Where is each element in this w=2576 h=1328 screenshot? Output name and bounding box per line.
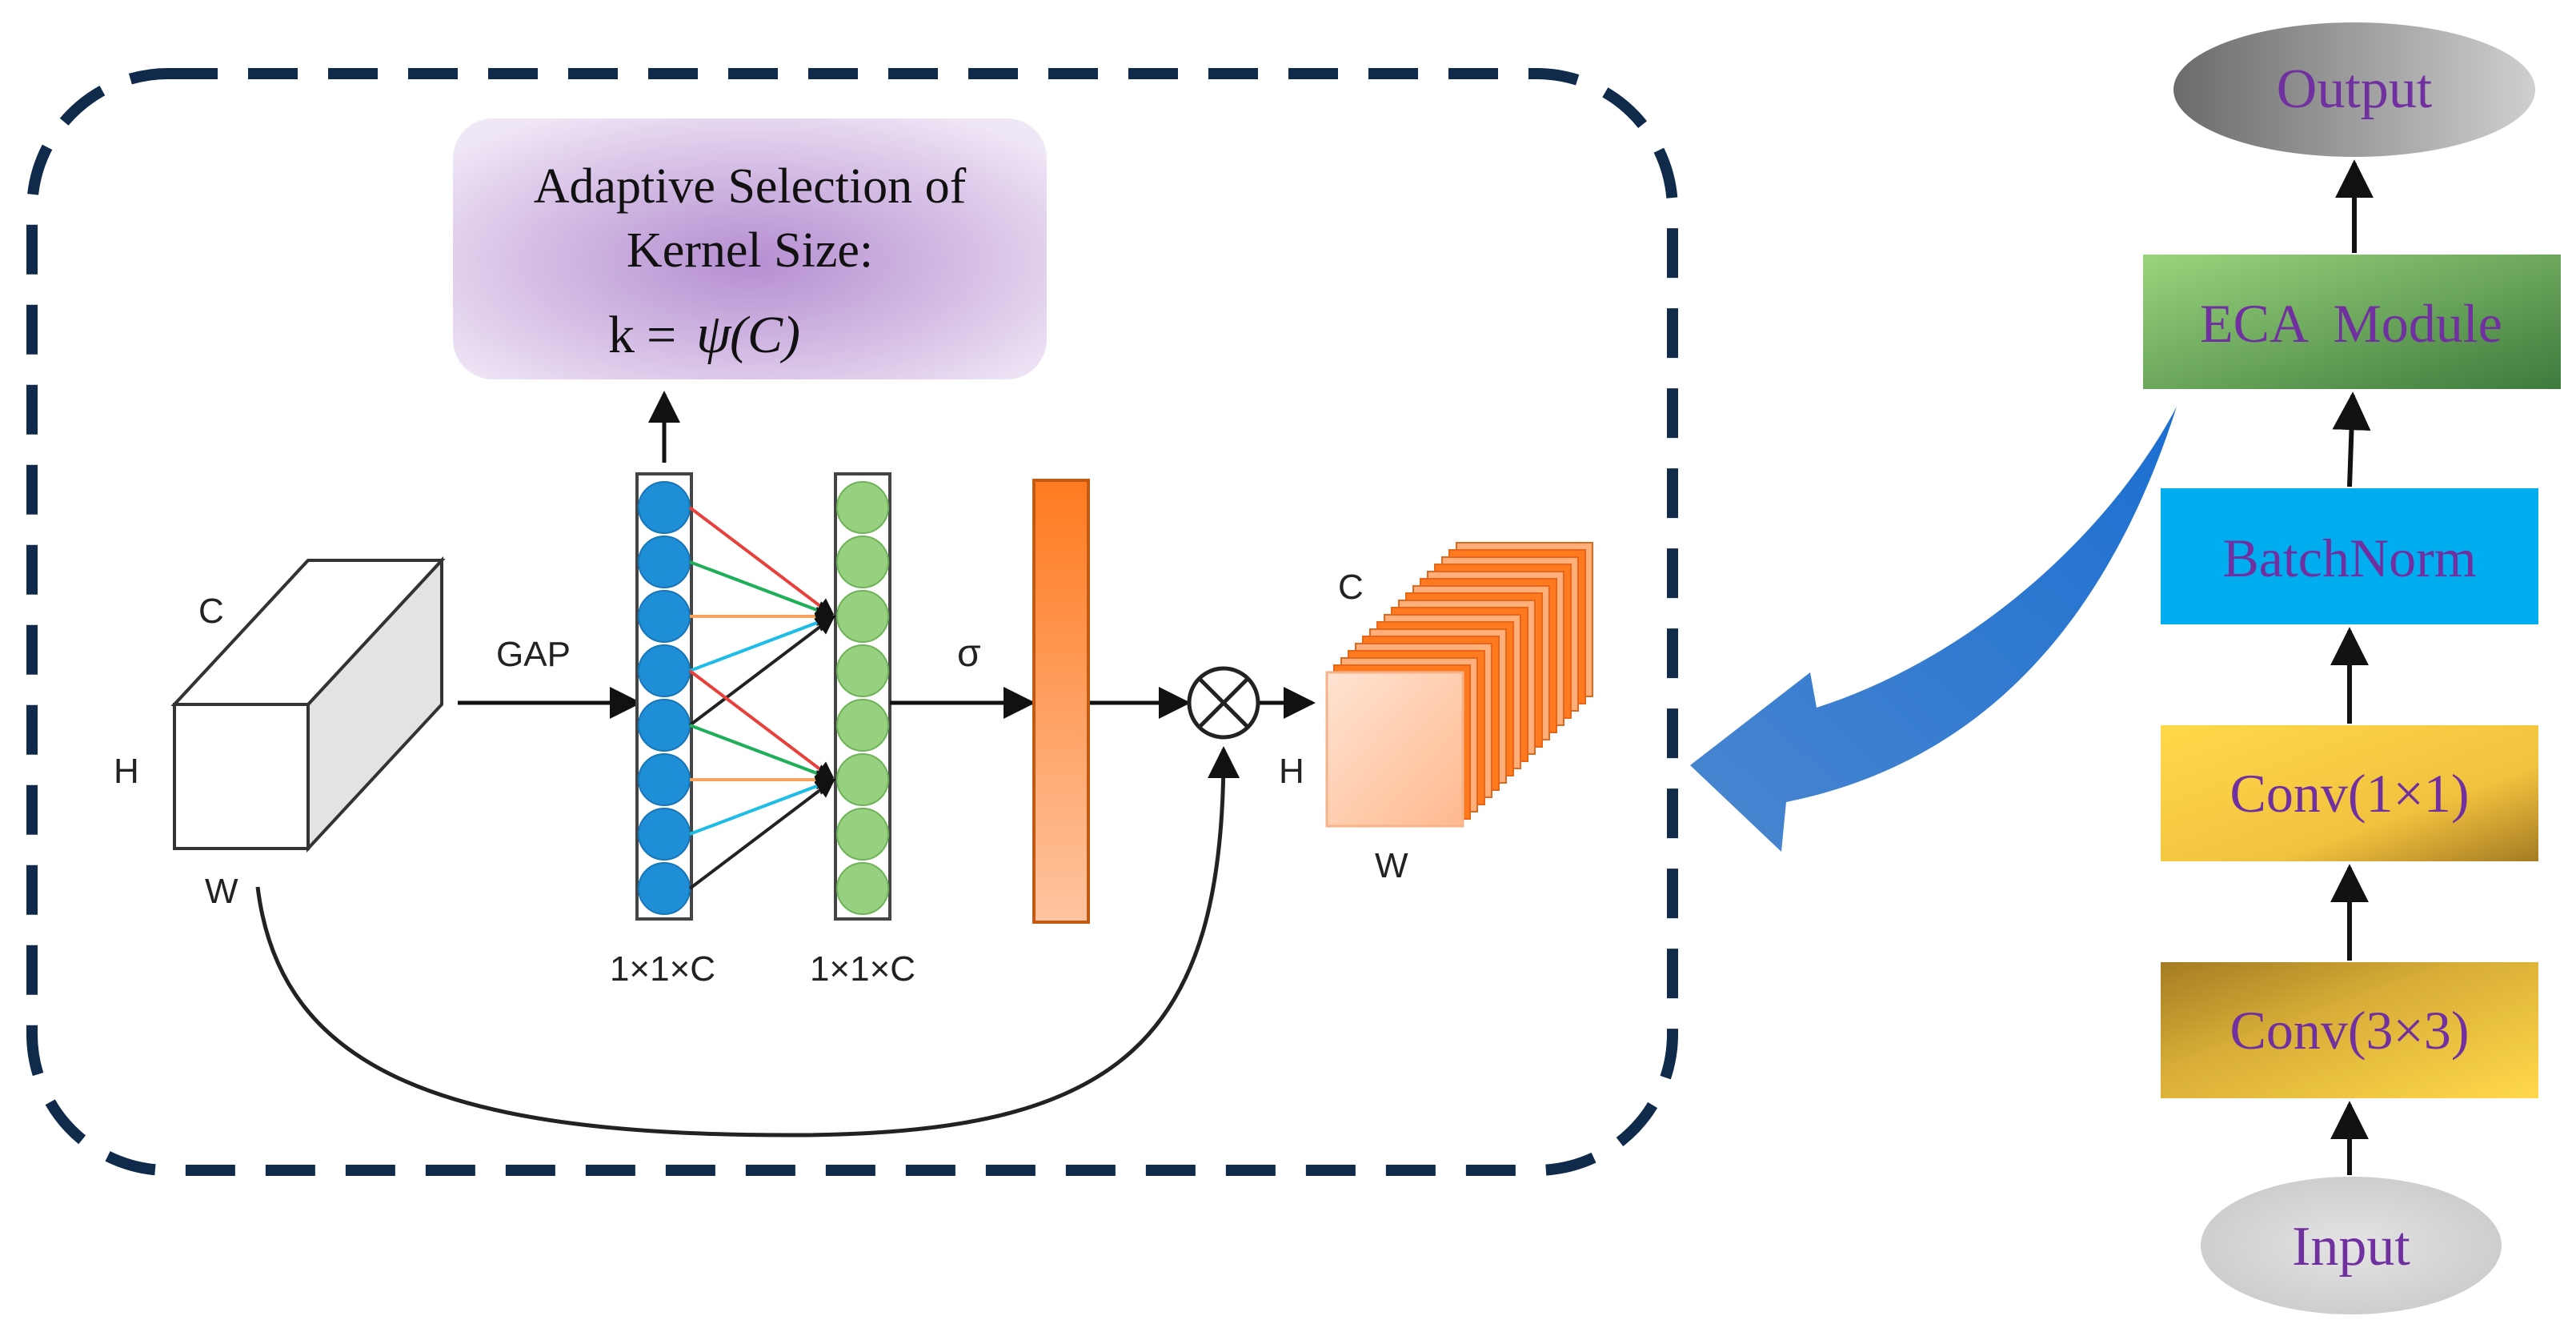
output-c-label: C: [1338, 568, 1364, 607]
conv1x1-box: [2161, 725, 2538, 861]
vector2-channel: [836, 536, 889, 588]
big-blue-arrow: [1690, 407, 2177, 852]
input-feature-cube: [170, 556, 446, 853]
vector1-channel: [638, 481, 691, 534]
vector1-channel: [638, 644, 691, 697]
vector1-label: 1×1×C: [610, 949, 715, 989]
sigmoid-weight-bar: [1032, 479, 1090, 924]
eca-dashed-border: [26, 68, 1678, 1176]
conv3x3-box: [2161, 962, 2538, 1098]
arrow-bn-to-eca: [2332, 391, 2371, 487]
vector2-channel: [836, 753, 889, 806]
vector2-channel: [836, 808, 889, 861]
output-ellipse: [2173, 22, 2535, 157]
conv1x1-label: Conv(1×1): [2230, 763, 2470, 824]
vector1-channel: [638, 862, 691, 915]
output-feature-cube: [1325, 542, 1593, 828]
kernel-box-line1: Adaptive Selection of: [534, 159, 967, 214]
vector2-channel: [836, 862, 889, 915]
input-label: Input: [2292, 1216, 2410, 1278]
vector1-channel: [638, 753, 691, 806]
cross-channel-connections: [688, 506, 836, 890]
kernel-box-line2: Kernel Size:: [627, 223, 873, 278]
pipeline: Output ECA Module BatchNorm Conv(1×1) Co…: [2143, 22, 2561, 1314]
output-h-label: H: [1279, 752, 1304, 791]
multiply-operator: [1187, 666, 1260, 740]
conv-vector-1x1xc: [834, 472, 891, 921]
channel-connection: [689, 776, 836, 836]
vector2-label: 1×1×C: [810, 949, 915, 989]
channel-connection: [688, 669, 835, 781]
output-w-label: W: [1375, 846, 1408, 885]
kernel-formula-eq: =: [647, 306, 676, 364]
channel-connection: [688, 615, 835, 727]
channel-connection: [689, 724, 836, 783]
kernel-size-box: Adaptive Selection of Kernel Size: k = ψ…: [453, 118, 1047, 379]
vector1-channel: [638, 699, 691, 752]
channel-connection: [689, 560, 836, 620]
skip-connection-curve: [255, 746, 1240, 1137]
vector1-channel: [638, 808, 691, 861]
vector2-channel: [836, 481, 889, 534]
channel-connection: [688, 506, 835, 618]
kernel-formula-arg: (C): [730, 306, 800, 364]
eca-module-box: [2143, 255, 2561, 389]
batchnorm-label: BatchNorm: [2222, 528, 2476, 588]
gap-vector-1x1xc: [635, 472, 693, 921]
input-w-label: W: [205, 872, 238, 911]
eca-module-label: ECA Module: [2200, 293, 2502, 354]
input-h-label: H: [114, 752, 139, 791]
conv3x3-label: Conv(3×3): [2230, 1000, 2470, 1061]
sigma-label: σ: [957, 632, 981, 675]
channel-connection: [689, 613, 836, 672]
vector2-channel: [836, 590, 889, 643]
input-ellipse: [2201, 1177, 2502, 1314]
vector2-channel: [836, 699, 889, 752]
vector2-channel: [836, 644, 889, 697]
vector1-channel: [638, 536, 691, 588]
channel-connection: [688, 778, 835, 890]
kernel-formula-k: k: [608, 306, 635, 364]
batchnorm-box: [2161, 488, 2538, 624]
vector1-channel: [638, 590, 691, 643]
kernel-formula-psi: ψ: [696, 303, 732, 365]
output-label: Output: [2277, 58, 2433, 120]
input-c-label: C: [198, 592, 224, 631]
gap-label: GAP: [496, 635, 571, 674]
